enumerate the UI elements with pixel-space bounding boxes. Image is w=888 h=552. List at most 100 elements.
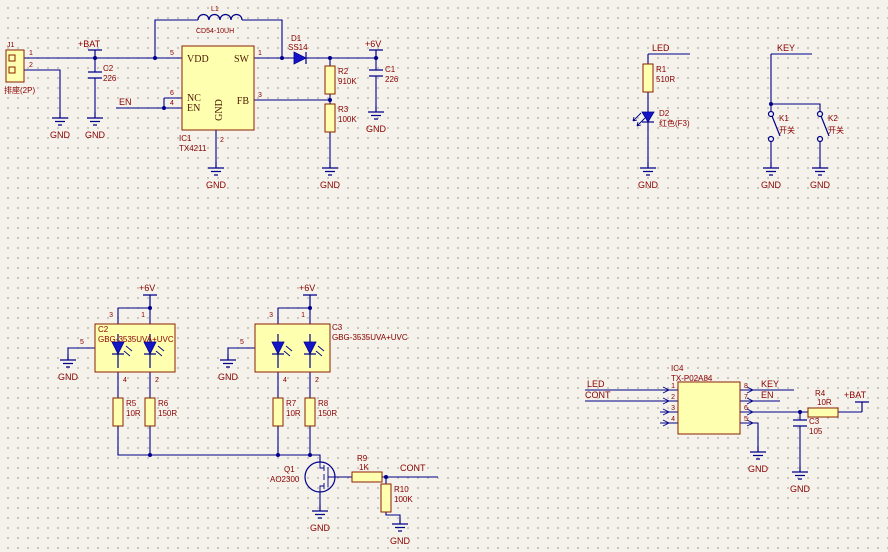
power-port-6v-2[interactable]: +6V: [139, 283, 157, 308]
m2-pin1-number: 1: [301, 312, 305, 319]
gnd-power-port[interactable]: GND: [206, 161, 227, 190]
r8-body[interactable]: [304, 397, 316, 427]
cont-net-label: CONT: [400, 463, 426, 473]
led-net-label: LED: [652, 43, 670, 53]
gnd-power-port[interactable]: GND: [810, 161, 831, 190]
junction-dots: [93, 56, 378, 110]
component-ic1[interactable]: VDD SW NC EN FB GND 5 1 6 4 3 2 IC1 TX42…: [170, 45, 262, 153]
switch-lever-icon: [820, 115, 830, 137]
gnd-power-port[interactable]: GND: [58, 353, 79, 382]
component-k2-switch[interactable]: K2 开关: [816, 110, 845, 143]
gnd-label: GND: [218, 372, 239, 382]
gnd-power-port[interactable]: GND: [390, 517, 411, 546]
power-bar-icon: [303, 294, 317, 308]
power-bar-icon: [143, 294, 157, 308]
r1-value: 510R: [656, 75, 675, 84]
net-label-key[interactable]: KEY: [777, 43, 795, 53]
r4-body[interactable]: [807, 407, 839, 418]
j1-pin1-number: 1: [29, 50, 33, 57]
m1-diode-triangle-icon: [143, 341, 157, 355]
ic1-body[interactable]: [181, 45, 255, 131]
region-power-supply: J1 1 2 排座(2P) +BAT C2 226 L1 CD54-10UH V…: [4, 6, 399, 190]
ic4-pin7-number: 7: [744, 394, 748, 401]
component-q1-mosfet[interactable]: Q1 AO2300: [270, 461, 336, 493]
component-r7[interactable]: R7 10R: [272, 397, 301, 427]
net-label-led[interactable]: LED: [652, 43, 670, 53]
net-label-key-2[interactable]: KEY: [761, 379, 779, 389]
d2-value: 红色(F3): [659, 118, 690, 128]
power-bar-icon: [369, 49, 383, 58]
gnd-power-port[interactable]: GND: [218, 353, 239, 382]
m2-emission-arrows-icon: [283, 345, 325, 357]
component-r8[interactable]: R8 150R: [304, 397, 337, 427]
power-port-6v-1[interactable]: +6V: [365, 39, 383, 58]
r3-body[interactable]: [324, 103, 336, 133]
component-c2-input-cap[interactable]: C2 226: [88, 64, 117, 83]
ic4-body[interactable]: [677, 381, 741, 435]
net-label-en[interactable]: EN: [119, 97, 132, 107]
r7-value: 10R: [286, 409, 301, 418]
net-label-cont-2[interactable]: CONT: [585, 390, 611, 400]
component-ic4[interactable]: 1 2 3 4 8 7 6 5 IC4 TX-P02A84: [662, 364, 755, 435]
gnd-icon: [811, 161, 829, 176]
net-label-led-2[interactable]: LED: [587, 379, 605, 389]
gnd-power-port[interactable]: GND: [638, 161, 659, 190]
gnd-label: GND: [310, 523, 331, 533]
component-c3-cap[interactable]: C3 105: [793, 417, 823, 436]
ic4-pin6-number: 6: [744, 405, 748, 412]
r5-body[interactable]: [112, 397, 124, 427]
ic4-pin5-number: 5: [744, 416, 748, 423]
k1-value: 开关: [779, 125, 795, 135]
component-m1-uv-module[interactable]: 3 1 5 4 2 C2 GBG-3535UVA+UVC: [80, 312, 176, 384]
c2a-designator: C2: [103, 64, 114, 73]
component-d2-led[interactable]: D2 红色(F3): [632, 109, 690, 128]
r2-body[interactable]: [324, 65, 336, 95]
component-c1-output-cap[interactable]: C1 226: [369, 65, 399, 84]
component-r9[interactable]: R9 1K: [351, 454, 383, 483]
component-l1-inductor[interactable]: L1 CD54-10UH: [196, 6, 243, 35]
r1-body[interactable]: [642, 63, 654, 93]
switch-contact-icon: [816, 135, 824, 143]
component-r6[interactable]: R6 150R: [144, 397, 177, 427]
power-port-bat-2[interactable]: +BAT: [844, 390, 869, 412]
net-label-en-2[interactable]: EN: [761, 390, 774, 400]
r7-body[interactable]: [272, 397, 284, 427]
r10-body[interactable]: [380, 483, 392, 513]
r6-body[interactable]: [144, 397, 156, 427]
component-r2[interactable]: R2 910K: [324, 65, 357, 95]
gnd-icon: [791, 465, 809, 480]
component-d1-diode[interactable]: D1 SS14: [288, 34, 308, 65]
component-k1-switch[interactable]: K1 开关: [767, 110, 796, 143]
m1-pin2-number: 2: [155, 377, 159, 384]
component-m2-uv-module[interactable]: 3 1 5 4 2 C3 GBG-3535UVA+UVC: [240, 312, 408, 384]
power-port-bat-1[interactable]: +BAT: [78, 39, 102, 58]
gnd-power-port[interactable]: GND: [320, 161, 341, 190]
gnd-power-port[interactable]: GND: [790, 465, 811, 494]
net-label-cont-1[interactable]: CONT: [400, 463, 426, 473]
gnd-icon: [321, 161, 339, 176]
gnd-label: GND: [85, 130, 106, 140]
gnd-power-port[interactable]: GND: [85, 111, 106, 140]
component-r1[interactable]: R1 510R: [642, 63, 675, 93]
m1-designator: C2: [98, 325, 109, 334]
component-j1-connector[interactable]: J1 1 2 排座(2P): [4, 42, 35, 95]
m2-body[interactable]: [254, 323, 331, 373]
component-r3[interactable]: R3 100K: [324, 103, 357, 133]
gnd-power-port[interactable]: GND: [50, 111, 71, 140]
gnd-power-port[interactable]: GND: [310, 504, 331, 533]
component-r10[interactable]: R10 100K: [380, 483, 413, 513]
m1-body[interactable]: [94, 323, 176, 373]
mosfet-symbol-icon: [319, 462, 335, 492]
gnd-power-port[interactable]: GND: [761, 161, 782, 190]
capacitor-plates-icon: [369, 69, 383, 77]
component-r4[interactable]: R4 10R: [807, 389, 839, 418]
gnd-icon: [59, 353, 77, 368]
r2-designator: R2: [338, 67, 349, 76]
component-r5[interactable]: R5 10R: [112, 397, 141, 427]
gnd-power-port[interactable]: GND: [748, 445, 769, 474]
m2-designator: C3: [332, 323, 343, 332]
gnd-power-port[interactable]: GND: [366, 105, 387, 134]
r9-body[interactable]: [351, 471, 383, 483]
power-port-6v-3[interactable]: +6V: [299, 283, 317, 308]
ic4-pin-direction-arrows-icon: [662, 386, 755, 427]
